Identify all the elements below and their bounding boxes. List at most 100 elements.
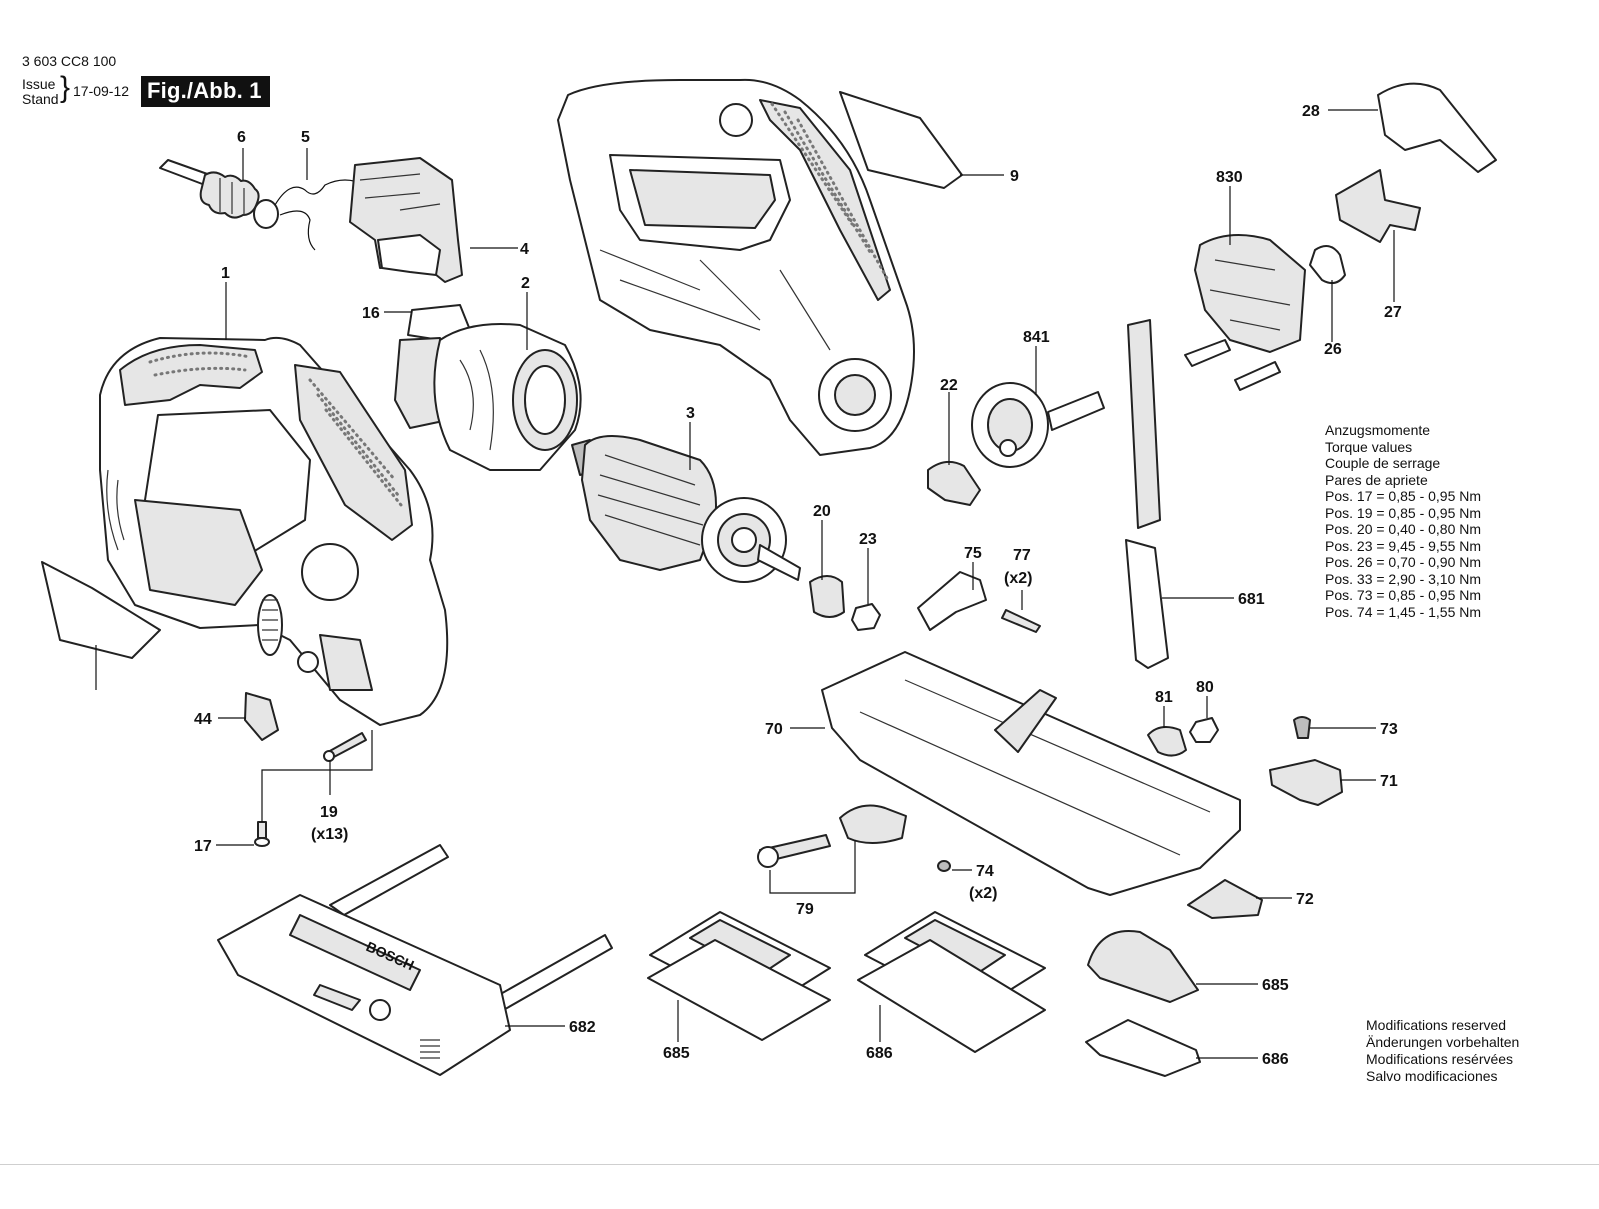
label-686: 686: [866, 1045, 893, 1062]
label-73: 73: [1380, 721, 1398, 738]
mods-line: Modifications resérvées: [1366, 1051, 1514, 1067]
brace-icon: }: [60, 71, 71, 104]
label-6: 6: [237, 129, 246, 146]
label-17: 17: [194, 838, 212, 855]
housing-half-part: [99, 336, 449, 726]
figure-badge: Fig./Abb. 1: [141, 76, 270, 107]
label-44: 44: [194, 711, 212, 728]
housing-main-part: [557, 78, 915, 456]
mods-line: Salvo modificaciones: [1366, 1068, 1498, 1084]
label-80: 80: [1196, 679, 1214, 696]
nut-80-part: [1189, 717, 1219, 743]
torque-line: Pos. 73 = 0,85 - 0,95 Nm: [1325, 587, 1482, 603]
label-16: 16: [362, 305, 380, 322]
label-sheet-part: [41, 561, 161, 659]
clamp-71-part: [1269, 759, 1343, 806]
gear-841-part: [971, 382, 1105, 468]
mods-line: Modifications reserved: [1366, 1017, 1507, 1033]
parallel-guide-682-part: [217, 844, 613, 1076]
label-75: 75: [964, 545, 982, 562]
label-28: 28: [1302, 103, 1320, 120]
label-683: 685: [1262, 977, 1289, 994]
button-cap-part: [244, 692, 279, 741]
knob-79-part: [757, 804, 907, 868]
anti-splinter-684-part: [1085, 1019, 1201, 1077]
label-27: 27: [1384, 304, 1402, 321]
base-plate-70-part: [821, 651, 1241, 896]
label-19: 19: [320, 804, 338, 821]
mods-line: Änderungen vorbehalten: [1366, 1034, 1520, 1050]
cover-28-part: [1377, 82, 1497, 173]
torque-table: Anzugsmomente Torque values Couple de se…: [1325, 422, 1481, 620]
cable-part: [159, 159, 366, 251]
gear-20-part: [809, 575, 845, 618]
label-681: 681: [1238, 591, 1265, 608]
guide-27-part: [1335, 169, 1421, 243]
label-23: 23: [859, 531, 877, 548]
modifications-notice: Modifications reserved Änderungen vorbeh…: [1366, 1017, 1519, 1085]
issue-label: Issue: [22, 76, 56, 92]
switch-part: [349, 157, 463, 283]
torque-line: Pos. 20 = 0,40 - 0,80 Nm: [1325, 521, 1482, 537]
torque-line: Anzugsmomente: [1325, 422, 1431, 438]
label-20: 20: [813, 503, 831, 520]
spacer-81-part: [1147, 725, 1187, 757]
screw-19-part: [323, 732, 367, 762]
label-71: 71: [1380, 773, 1398, 790]
label-1: 1: [221, 265, 230, 282]
part-number: 3 603 CC8 100: [22, 53, 117, 69]
stator-part: [394, 304, 582, 471]
cover-686-part: [857, 911, 1046, 1053]
label-81: 81: [1155, 689, 1173, 706]
torque-line: Pos. 23 = 9,45 - 9,55 Nm: [1325, 537, 1482, 554]
torque-line: Pos. 19 = 0,85 - 0,95 Nm: [1325, 504, 1482, 521]
label-682: 682: [569, 1019, 596, 1036]
o-ring-26-part: [1309, 245, 1346, 285]
torque-line: Pos. 17 = 0,85 - 0,95 Nm: [1325, 488, 1482, 504]
footer-divider: [0, 1164, 1599, 1165]
label-2: 2: [521, 275, 530, 292]
torque-line: Pares de apriete: [1325, 471, 1428, 488]
label-72: 72: [1296, 891, 1314, 908]
label-74-qty: (x2): [969, 885, 997, 902]
label-3: 3: [686, 405, 695, 422]
torque-line: Pos. 26 = 0,70 - 0,90 Nm: [1325, 554, 1482, 570]
screw-73-part: [1293, 716, 1311, 739]
label-9: 9: [1010, 168, 1019, 185]
stand-label: Stand: [22, 91, 59, 107]
label-77: 77: [1013, 547, 1031, 564]
torque-line: Pos. 74 = 1,45 - 1,55 Nm: [1325, 603, 1482, 620]
dust-shield-683-part: [1087, 930, 1199, 1003]
label-19-qty: (x13): [311, 826, 348, 843]
plunger-681-part: [1125, 319, 1169, 669]
screw-17-part: [254, 821, 270, 847]
nut-23-part: [851, 603, 881, 631]
label-26: 26: [1324, 341, 1342, 358]
torque-line: Torque values: [1325, 438, 1413, 455]
label-74: 74: [976, 863, 994, 880]
label-685: 685: [663, 1045, 690, 1062]
torque-line: Pos. 33 = 2,90 - 3,10 Nm: [1325, 570, 1482, 587]
bolt-77-part: [1001, 609, 1041, 633]
clamp-72-part: [1187, 879, 1263, 919]
label-684: 686: [1262, 1051, 1289, 1068]
eccentric-22-part: [927, 460, 981, 506]
screw-74-part: [937, 860, 951, 872]
leader-lines: [95, 109, 1395, 1059]
label-79: 79: [796, 901, 814, 918]
label-5: 5: [301, 129, 310, 146]
issue-date: 17-09-12: [73, 83, 130, 99]
label-77-qty: (x2): [1004, 570, 1032, 587]
label-sheet-9-part: [839, 91, 963, 189]
part-labels: 6 5 4 1 2 16 9 3 20 23 22 841 830 26 27 …: [194, 103, 1402, 1068]
gear-housing-830-part: [1184, 234, 1306, 391]
bracket-75-part: [917, 571, 987, 631]
armature-part: [571, 435, 801, 583]
label-70: 70: [765, 721, 783, 738]
label-841: 841: [1023, 329, 1050, 346]
label-22: 22: [940, 377, 958, 394]
label-4: 4: [520, 241, 529, 258]
torque-line: Couple de serrage: [1325, 455, 1441, 471]
label-830: 830: [1216, 169, 1243, 186]
